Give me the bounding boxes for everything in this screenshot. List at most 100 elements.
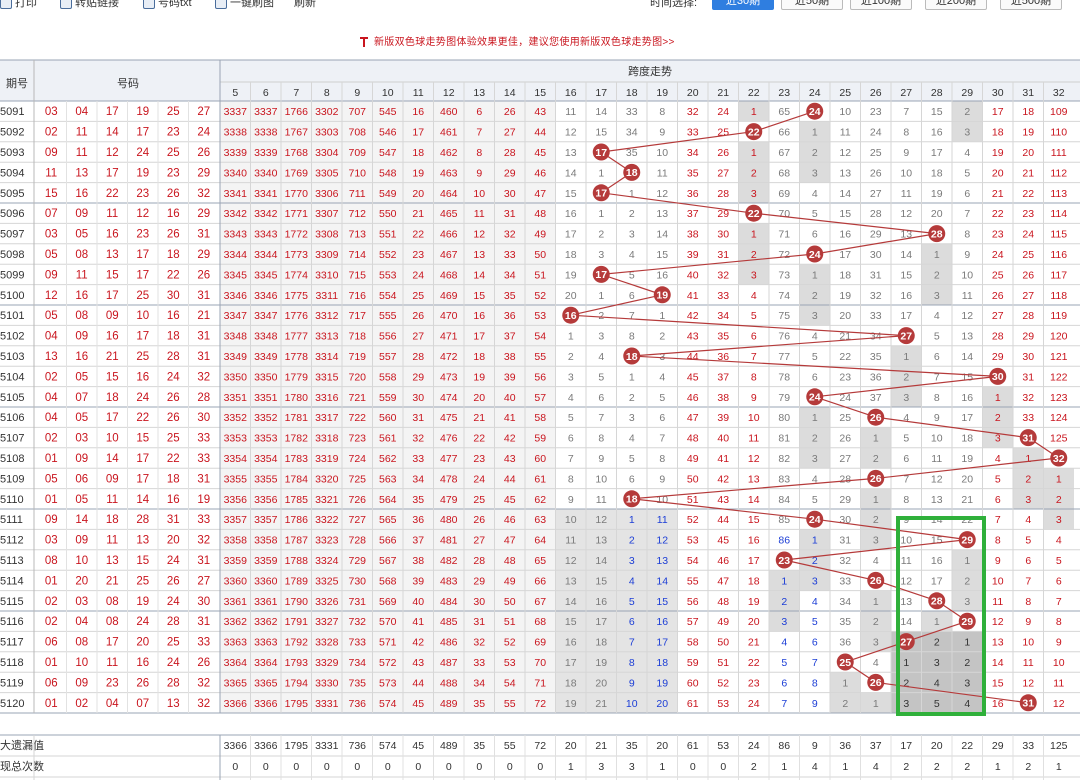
miss-value: 13 <box>900 229 912 241</box>
period-100-button[interactable]: 近100期 <box>850 0 912 10</box>
miss-value: 53 <box>504 657 516 669</box>
miss-value: 24 <box>717 106 729 118</box>
miss-value: 66 <box>534 575 546 587</box>
shaded-cell <box>982 407 1013 428</box>
issue-number: 5097 <box>0 229 24 241</box>
shaded-cell <box>921 611 952 632</box>
miss-value: 3319 <box>315 453 339 465</box>
miss-value: 8 <box>598 433 604 445</box>
miss-value: 25 <box>412 290 424 302</box>
miss-value: 9 <box>995 555 1001 567</box>
miss-value: 3356 <box>224 494 248 506</box>
miss-value: 4 <box>873 657 879 669</box>
miss-value: 6 <box>629 473 635 485</box>
miss-value: 84 <box>778 494 790 506</box>
miss-value: 548 <box>379 167 397 179</box>
miss-value: 3340 <box>254 167 278 179</box>
period-200-button[interactable]: 近200期 <box>925 0 987 10</box>
shaded-cell <box>799 284 830 305</box>
miss-value: 486 <box>440 637 458 649</box>
shaded-cell <box>738 264 769 285</box>
miss-value: 1 <box>964 637 970 649</box>
red-ball-number: 05 <box>75 412 88 424</box>
miss-value: 474 <box>440 392 458 404</box>
miss-value: 5 <box>934 331 940 343</box>
footer-value: 0 <box>415 761 421 773</box>
miss-value: 1790 <box>285 596 309 608</box>
one-click-refresh-button[interactable]: 一键刷图 <box>215 0 274 10</box>
miss-value: 44 <box>717 514 729 526</box>
red-ball-number: 15 <box>45 188 58 200</box>
miss-value: 1783 <box>285 453 309 465</box>
miss-value: 4 <box>629 433 635 445</box>
miss-value: 4 <box>659 371 665 383</box>
miss-value: 30 <box>412 392 424 404</box>
miss-value: 19 <box>839 290 851 302</box>
number-txt-button[interactable]: 号码txt <box>143 0 192 10</box>
red-ball-number: 28 <box>167 351 180 363</box>
miss-value: 16 <box>931 127 943 139</box>
miss-value: 13 <box>931 494 943 506</box>
shaded-cell <box>1013 468 1044 489</box>
miss-value: 5 <box>629 453 635 465</box>
miss-value: 3353 <box>254 433 278 445</box>
miss-value: 38 <box>687 229 699 241</box>
miss-value: 714 <box>348 249 366 261</box>
miss-value: 7 <box>1056 596 1062 608</box>
miss-value: 709 <box>348 147 366 159</box>
period-50-button[interactable]: 近50期 <box>781 0 843 10</box>
red-ball-number: 04 <box>75 616 88 628</box>
red-ball-number: 23 <box>136 229 149 241</box>
footer-value: 2 <box>1025 761 1031 773</box>
miss-value: 8 <box>1025 596 1031 608</box>
miss-value: 52 <box>687 514 699 526</box>
miss-shade <box>220 447 556 469</box>
miss-value: 26 <box>717 147 729 159</box>
miss-value: 24 <box>412 269 424 281</box>
issue-number: 5098 <box>0 249 24 261</box>
print-button[interactable]: 打印 <box>0 0 37 10</box>
miss-value: 36 <box>870 371 882 383</box>
miss-value: 22 <box>992 208 1004 220</box>
miss-value: 2 <box>964 106 970 118</box>
red-ball-number: 29 <box>197 208 210 220</box>
new-chart-notice-link[interactable]: 新版双色球走势图体验效果更佳，建议您使用新版双色球走势图>> <box>360 33 675 48</box>
miss-value: 33 <box>870 310 882 322</box>
miss-value: 28 <box>717 188 729 200</box>
refresh-button[interactable]: 刷新 <box>294 0 316 9</box>
span-ball <box>897 327 915 345</box>
miss-value: 3355 <box>254 473 278 485</box>
miss-value: 45 <box>504 494 516 506</box>
miss-value: 27 <box>839 453 851 465</box>
period-30-button[interactable]: 近30期 <box>712 0 774 10</box>
red-ball-number: 19 <box>136 106 149 118</box>
miss-value: 53 <box>534 310 546 322</box>
miss-value: 24 <box>992 249 1004 261</box>
miss-value: 3317 <box>315 412 339 424</box>
footer-value: 0 <box>324 761 330 773</box>
period-500-button[interactable]: 近500期 <box>1000 0 1062 10</box>
miss-value: 47 <box>504 535 516 547</box>
copy-link-button[interactable]: 转贴链接 <box>60 0 119 10</box>
miss-value: 3343 <box>224 229 248 241</box>
miss-value: 6 <box>629 616 635 628</box>
miss-value: 18 <box>1022 106 1034 118</box>
miss-value: 1 <box>629 371 635 383</box>
red-ball-number: 16 <box>167 208 180 220</box>
miss-value: 52 <box>504 637 516 649</box>
span-ball-value: 26 <box>870 473 882 485</box>
miss-value: 26 <box>504 106 516 118</box>
shaded-cell <box>586 651 617 673</box>
miss-value: 34 <box>504 269 516 281</box>
red-ball-number: 14 <box>106 127 119 139</box>
miss-value: 29 <box>473 575 485 587</box>
shaded-cell <box>830 692 861 713</box>
shaded-cell <box>799 529 830 550</box>
period-label: 时间选择: <box>650 0 698 9</box>
miss-value: 1766 <box>285 106 309 118</box>
miss-value: 27 <box>504 127 516 139</box>
red-ball-number: 02 <box>45 127 58 139</box>
miss-value: 20 <box>839 310 851 322</box>
miss-value: 19 <box>931 188 943 200</box>
